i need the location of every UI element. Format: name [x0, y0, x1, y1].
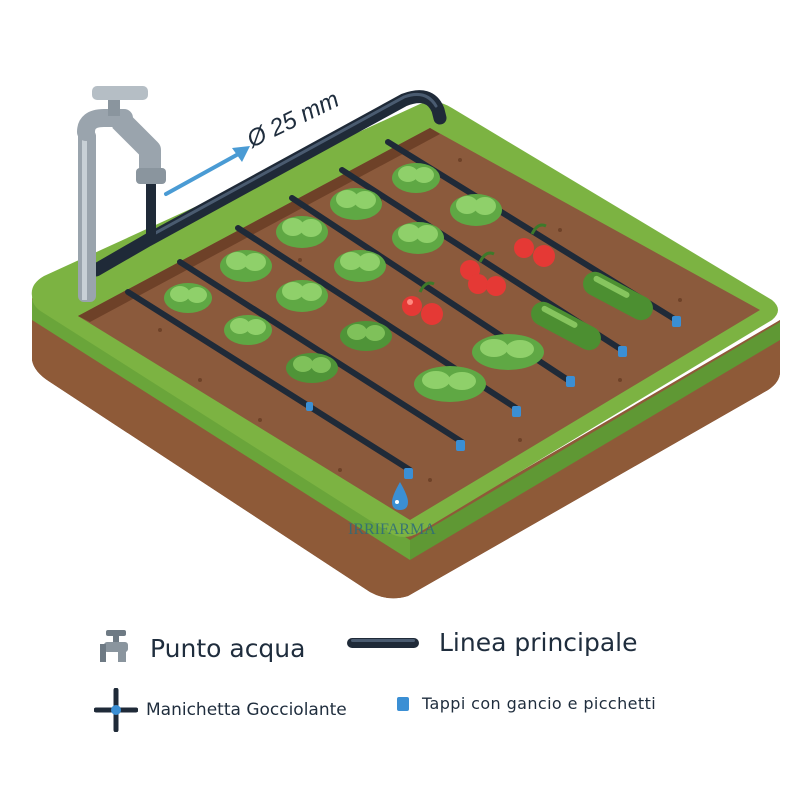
pipe-diameter-arrow — [164, 146, 250, 196]
legend-drip-hose-label: Manichetta Gocciolante — [146, 700, 347, 720]
drip-connector-icon — [94, 688, 138, 732]
main-pipe-icon — [347, 637, 419, 648]
legend-end-caps: Tappi con gancio e picchetti — [396, 694, 656, 713]
water-tap — [77, 86, 166, 302]
garden-bed — [31, 101, 780, 599]
legend-end-caps-label: Tappi con gancio e picchetti — [422, 694, 657, 713]
lettuce-plants — [164, 163, 544, 402]
watermark-text: IRRIFARMA — [348, 521, 436, 538]
zucchini-plants — [531, 271, 653, 351]
legend-drip-hose: Manichetta Gocciolante — [94, 688, 347, 732]
end-cap-icon — [397, 696, 409, 711]
legend-water-point-label: Punto acqua — [150, 633, 306, 663]
faucet-icon — [100, 630, 128, 662]
legend-water-point: Punto acqua — [96, 628, 305, 668]
end-caps — [306, 316, 681, 479]
watermark-logo — [392, 482, 408, 510]
legend-main-line-label: Linea principale — [439, 628, 638, 657]
tomato-plants — [402, 223, 555, 325]
legend-main-line: Linea principale — [345, 628, 638, 657]
